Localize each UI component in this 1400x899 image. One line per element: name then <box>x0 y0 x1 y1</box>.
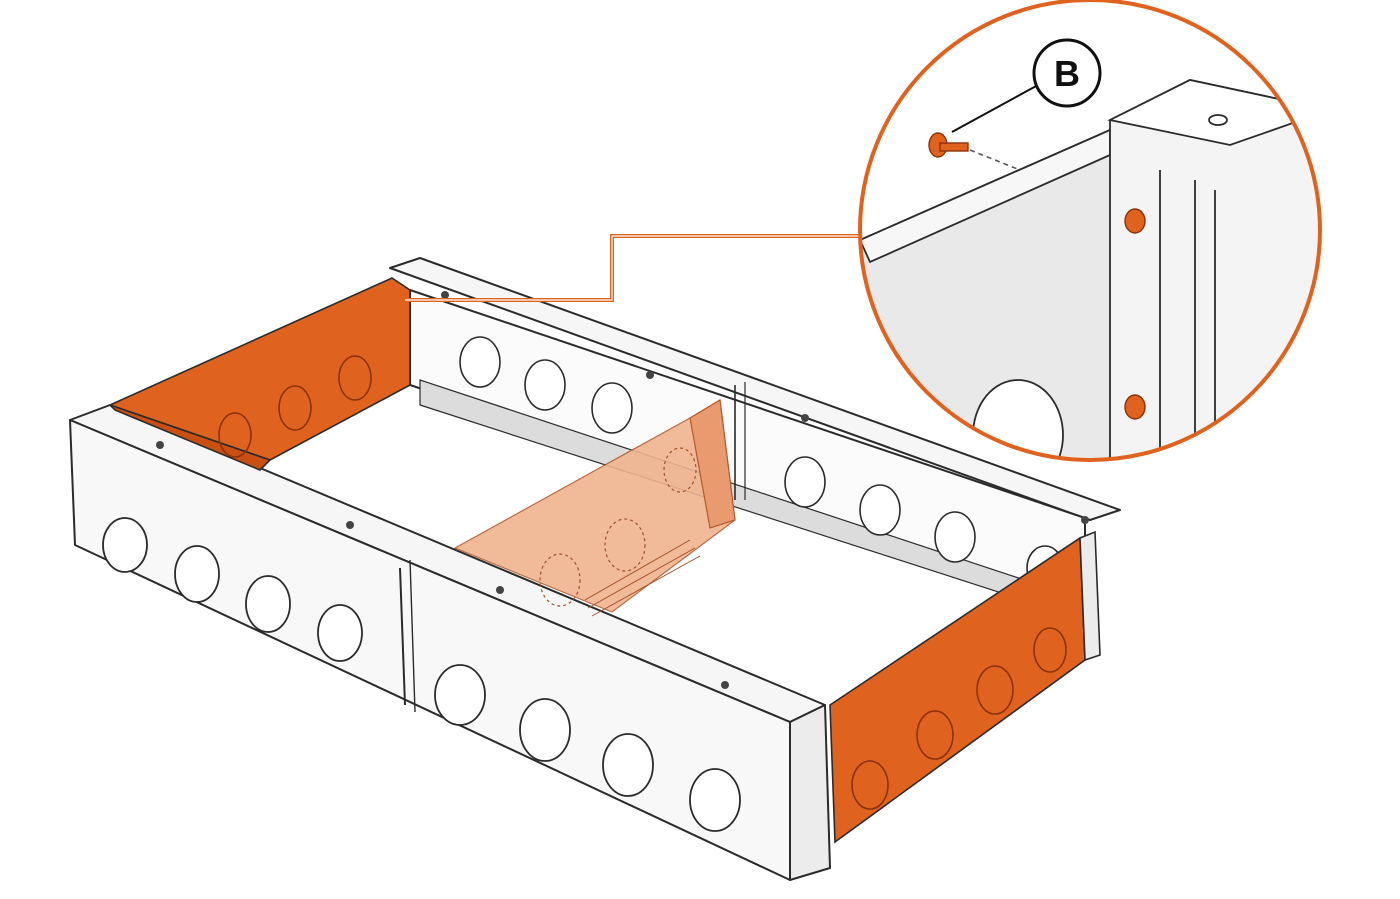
middle-divider-plate <box>453 399 736 617</box>
back-wall-knockouts <box>459 336 1064 591</box>
callout-b-circle <box>1032 38 1102 108</box>
side-panel-left <box>107 277 411 471</box>
side-panel-right <box>829 530 1101 844</box>
back-rail-top <box>389 257 1121 521</box>
front-wall-knockouts <box>102 517 741 832</box>
screw-icon <box>928 132 1146 420</box>
base-frame <box>69 257 1121 881</box>
loose-screw <box>928 132 969 158</box>
callout-b: B <box>951 38 1102 133</box>
detail-magnifier <box>858 0 1322 462</box>
callout-b-label: B <box>1054 53 1080 94</box>
